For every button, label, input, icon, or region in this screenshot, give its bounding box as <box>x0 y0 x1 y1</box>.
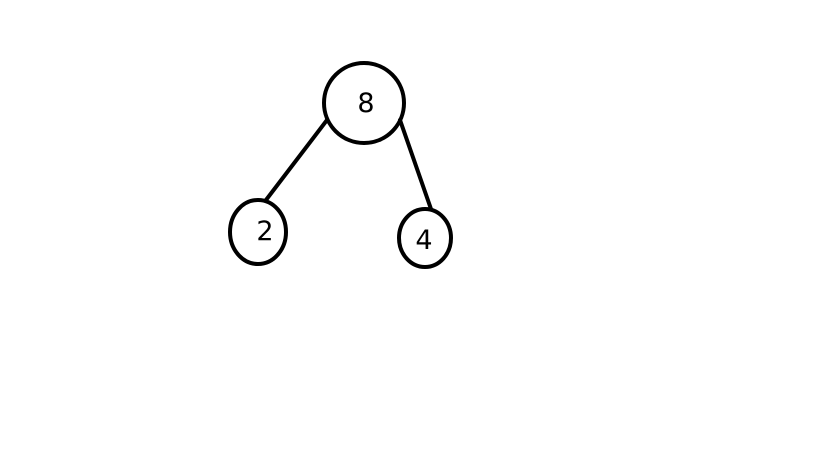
node-root: 8 <box>322 61 406 145</box>
node-right: 4 <box>397 207 453 269</box>
edge-root-right <box>398 118 433 211</box>
node-left-label: 2 <box>256 216 273 247</box>
edge-root-left <box>264 118 329 202</box>
node-right-label: 4 <box>415 225 432 256</box>
node-left: 2 <box>228 198 288 266</box>
node-root-label: 8 <box>357 88 374 119</box>
